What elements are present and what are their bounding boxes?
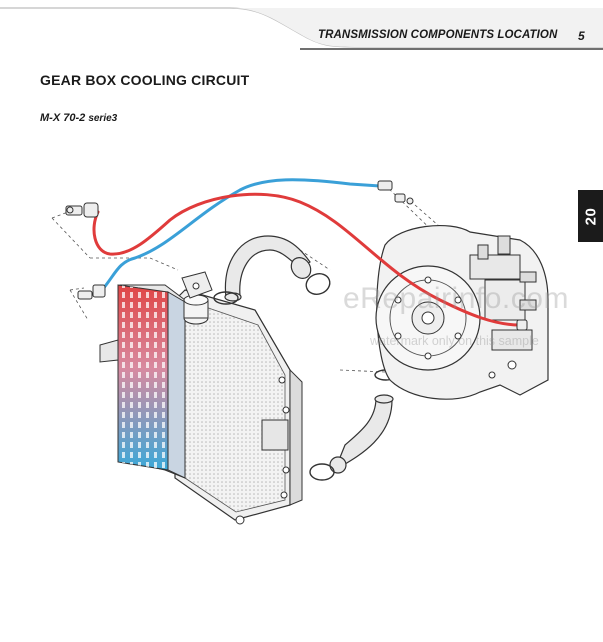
page-number: 5	[578, 29, 585, 43]
cold-oil-line	[100, 178, 382, 292]
watermark-note: watermark only on this sample	[370, 334, 539, 348]
model-name: M-X 70-2	[40, 112, 86, 124]
pipe-fittings	[65, 180, 528, 331]
header-title: TRANSMISSION COMPONENTS LOCATION	[318, 29, 558, 41]
watermark-brand: eRepairinfo.com	[343, 282, 569, 315]
model-label: M-X 70-2 serie3	[40, 112, 117, 124]
chapter-tab[interactable]: 20	[578, 190, 603, 242]
oil-cooler-core	[117, 284, 186, 479]
transmission-housing	[375, 225, 549, 400]
cooling-circuit-diagram	[51, 178, 549, 525]
radiator	[99, 289, 303, 525]
hot-oil-line	[92, 192, 522, 327]
model-suffix: serie3	[88, 113, 118, 124]
filler-cap	[181, 271, 213, 325]
upper-hose	[224, 235, 312, 302]
section-title: GEAR BOX COOLING CIRCUIT	[40, 72, 250, 88]
upper-clamps	[213, 273, 331, 305]
header-band	[0, 7, 603, 50]
lower-hose	[329, 394, 394, 474]
